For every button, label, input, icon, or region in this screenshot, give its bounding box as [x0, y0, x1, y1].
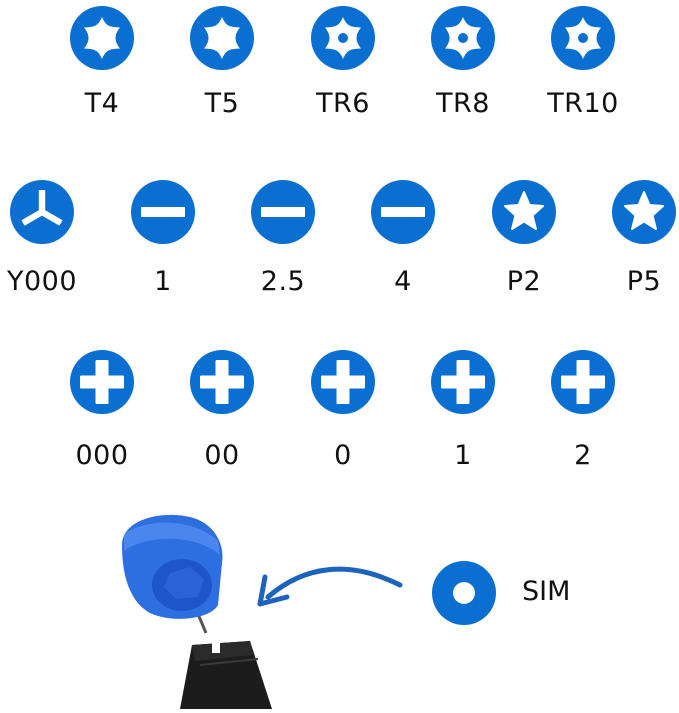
blue-bit-cap [122, 514, 223, 619]
bit-flat-4 [371, 180, 435, 244]
pentalobe-icon [612, 180, 676, 244]
bit-label: 2.5 [260, 266, 306, 297]
bit-tr10 [551, 6, 615, 70]
tri-wing-icon [10, 180, 74, 244]
bit-label: Y000 [6, 266, 78, 297]
bit-flat-1 [131, 180, 195, 244]
bit-label: 2 [574, 440, 592, 471]
bit-label: 1 [154, 266, 172, 297]
bit-label: T5 [204, 88, 240, 119]
bit-label: 00 [204, 440, 240, 471]
bit-tr6 [311, 6, 375, 70]
torx-security-icon [551, 6, 615, 70]
flathead-icon [251, 180, 315, 244]
phillips-icon [311, 350, 375, 414]
bit-label: TR8 [436, 88, 490, 119]
torx-icon [70, 6, 134, 70]
screwdriver-cap-illustration [100, 505, 440, 709]
bit-label: TR10 [547, 88, 619, 119]
bit-y000 [10, 180, 74, 244]
phillips-icon [190, 350, 254, 414]
bit-label: P5 [626, 266, 662, 297]
bit-sim [432, 561, 496, 625]
flathead-icon [131, 180, 195, 244]
bit-ph000 [70, 350, 134, 414]
torx-icon [190, 6, 254, 70]
bit-t5 [190, 6, 254, 70]
bit-label: P2 [506, 266, 542, 297]
bit-label: 4 [394, 266, 412, 297]
torx-security-icon [311, 6, 375, 70]
sim-label: SIM [522, 576, 571, 607]
phillips-icon [70, 350, 134, 414]
screwdriver-handle [180, 639, 272, 709]
bit-ph1 [431, 350, 495, 414]
bit-label: 1 [454, 440, 472, 471]
phillips-icon [431, 350, 495, 414]
bit-label: 000 [75, 440, 129, 471]
bit-label: T4 [84, 88, 120, 119]
bit-flat-2-5 [251, 180, 315, 244]
bit-ph0 [311, 350, 375, 414]
bit-ph2 [551, 350, 615, 414]
flathead-icon [371, 180, 435, 244]
pentalobe-icon [492, 180, 556, 244]
bit-label: 0 [334, 440, 352, 471]
bit-p2 [492, 180, 556, 244]
bit-ph00 [190, 350, 254, 414]
bit-label: TR6 [316, 88, 370, 119]
torx-security-icon [431, 6, 495, 70]
phillips-icon [551, 350, 615, 414]
sim-ejector-icon [432, 561, 496, 625]
bit-tr8 [431, 6, 495, 70]
bit-p5 [612, 180, 676, 244]
bit-t4 [70, 6, 134, 70]
